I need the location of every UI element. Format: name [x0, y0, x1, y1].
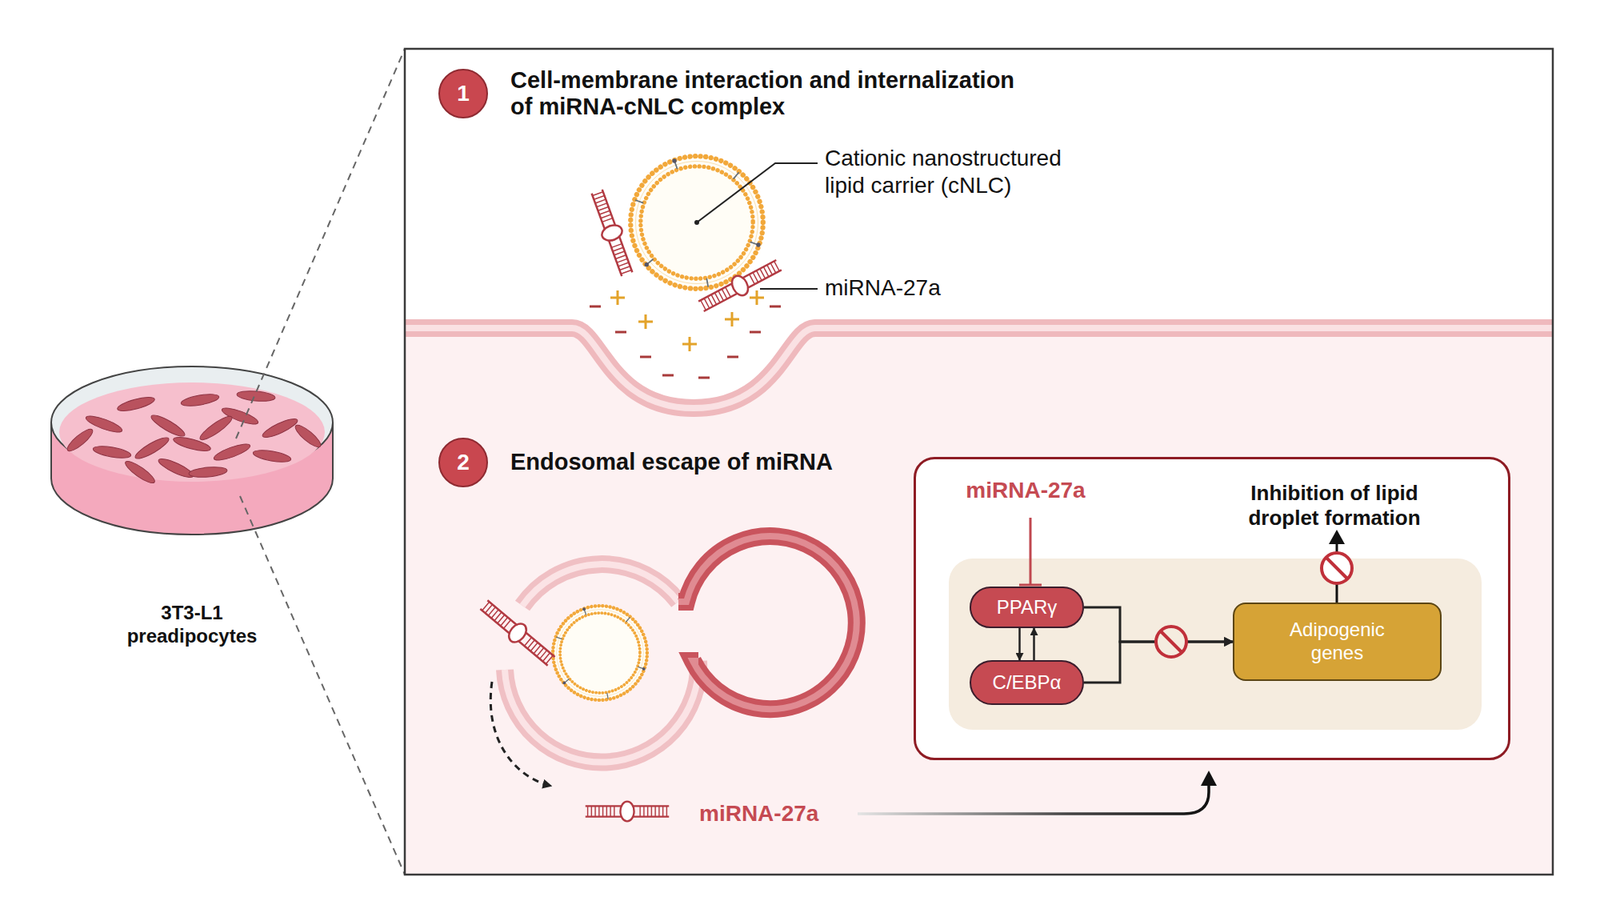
connector-arrow — [1084, 607, 1233, 642]
nucleus-region — [948, 558, 1482, 730]
outcome-label: Inhibition of lipid droplet formation — [1238, 480, 1431, 531]
arrow-head — [1328, 529, 1345, 544]
escape-arrow — [490, 681, 551, 786]
cell — [64, 426, 96, 455]
cell-membrane — [404, 328, 1553, 408]
cell — [236, 389, 276, 403]
cell-culture-dish: 3T3-L1 preadipocytes — [44, 360, 340, 656]
endosome — [678, 536, 857, 709]
dish-label: 3T3-L1 preadipocytes — [116, 601, 268, 648]
gene-group-box: Adipogenic genes — [1232, 602, 1442, 681]
cell — [180, 392, 220, 408]
endosome — [504, 536, 857, 762]
inhibition-line — [1019, 517, 1042, 585]
mirna-label: miRNA-27a — [699, 800, 819, 828]
cell — [132, 434, 172, 462]
cell-membrane — [404, 328, 1553, 408]
nanocarrier — [552, 605, 648, 700]
connector-arrow — [1084, 641, 1233, 683]
nanocarrier — [630, 156, 764, 289]
gene-box: C/EBPα — [969, 660, 1084, 705]
zoom-line — [236, 48, 405, 875]
callout-circle: 1 — [438, 68, 488, 119]
connector-arrow — [1032, 628, 1036, 660]
cytoplasm — [404, 328, 1553, 875]
outcome-arrow — [1336, 540, 1339, 603]
delivery-arrow — [857, 784, 1209, 814]
panel-border — [404, 48, 1553, 875]
step-heading: Endosomal escape of miRNA — [510, 448, 833, 476]
mechanism-panel: miRNA-27a Inhibition of lipid droplet for… — [913, 456, 1511, 760]
cell — [64, 389, 324, 487]
panel-background — [404, 48, 1553, 875]
step-heading: Cell-membrane interaction and internaliz… — [510, 67, 1029, 121]
cell — [197, 412, 235, 443]
block-symbol — [1156, 626, 1187, 657]
endosome — [504, 564, 699, 762]
mirna-strand — [585, 801, 670, 822]
leader-dot — [694, 220, 700, 225]
block-symbol — [1156, 552, 1352, 657]
petri-dish — [59, 382, 325, 482]
cell — [260, 415, 300, 440]
leader-line — [696, 163, 818, 289]
cell — [188, 465, 228, 479]
cell — [148, 412, 188, 440]
cell — [212, 440, 252, 464]
gene-name: PPARγ — [971, 588, 1083, 627]
callout-label: Cationic nanostructured lipid carrier (c… — [824, 144, 1081, 199]
gene-name: C/EBPα — [971, 661, 1083, 704]
gene-box: PPARγ — [969, 586, 1084, 628]
endosome — [504, 564, 699, 762]
block-symbol — [1321, 552, 1352, 584]
mirna-label: miRNA-27a — [961, 476, 1090, 504]
arrow-head — [1200, 770, 1217, 786]
callout-number: 2 — [440, 439, 487, 486]
callout-label: miRNA-27a — [824, 274, 941, 302]
mirna-strand — [696, 256, 784, 316]
gene-group-name: Adipogenic genes — [1234, 604, 1440, 680]
petri-dish — [51, 366, 333, 535]
panel-fill — [914, 457, 1510, 760]
cell — [292, 422, 324, 451]
negative-charge — [589, 306, 781, 378]
positive-charge — [610, 290, 764, 352]
mirna-strand — [587, 188, 637, 278]
callout-number: 1 — [440, 70, 487, 117]
mirna-strand — [477, 596, 559, 670]
cell — [116, 394, 156, 414]
endosome — [678, 536, 857, 709]
connector-arrow — [1018, 628, 1021, 660]
cell — [252, 448, 292, 464]
block-symbol — [1326, 557, 1348, 579]
block-symbol — [1160, 631, 1182, 652]
cell — [123, 457, 158, 486]
cell — [92, 444, 132, 460]
cell — [156, 455, 196, 480]
callout-circle: 2 — [438, 437, 488, 488]
